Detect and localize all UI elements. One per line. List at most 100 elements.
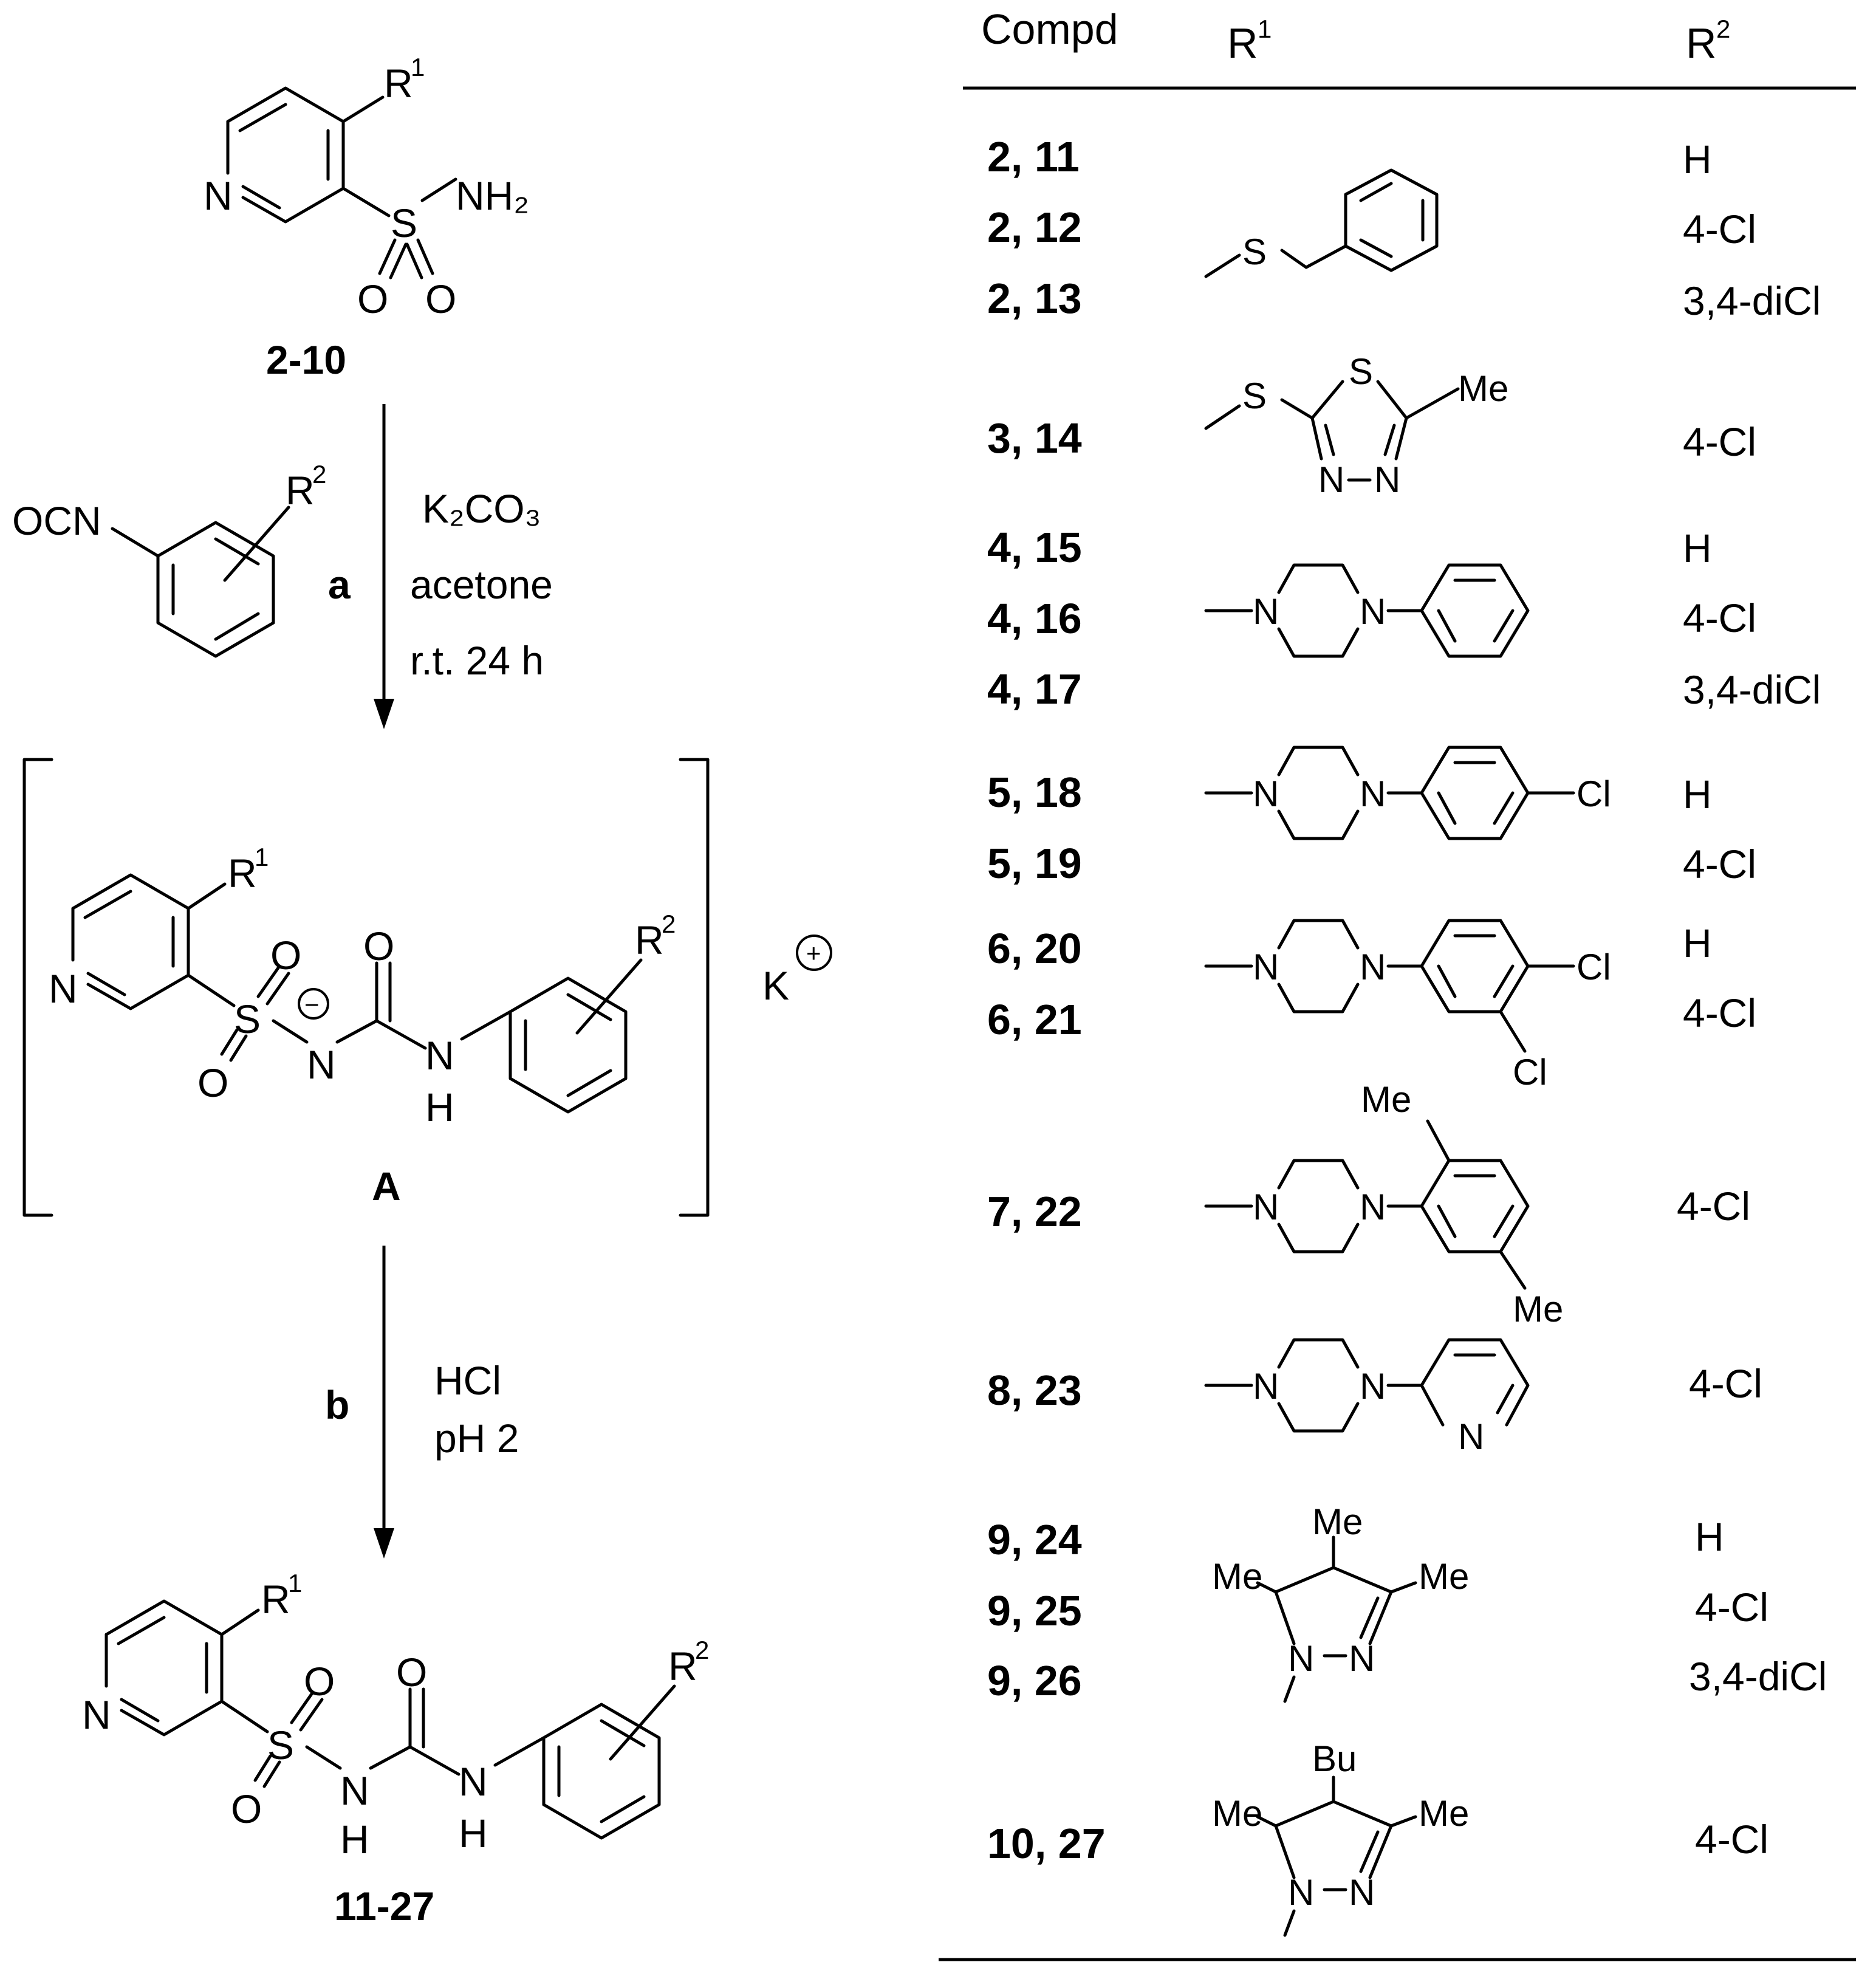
r2-cell: 3,4-diCl (1683, 667, 1821, 712)
atom-label: N (49, 966, 78, 1011)
atom-label: N (1360, 1366, 1386, 1407)
compd-cell: 2, 13 (987, 275, 1082, 322)
atom-label: R (228, 851, 257, 896)
atom-label: S (391, 201, 417, 245)
r2-cell: 4-Cl (1695, 1817, 1768, 1862)
atom-label: O (197, 1060, 228, 1105)
r2-cell: 3,4-diCl (1689, 1654, 1827, 1699)
atom-label: N (1253, 773, 1279, 814)
atom-label: N (1360, 947, 1386, 987)
atom-label: 2 (695, 1636, 709, 1664)
intermediate-label: A (372, 1164, 401, 1209)
atom-label: O (425, 276, 456, 321)
atom-label: Me (1458, 368, 1508, 409)
header-compd: Compd (981, 5, 1118, 53)
aryl-isocyanate-structure: OCN R 2 (12, 460, 326, 658)
atom-label: S (1242, 376, 1267, 416)
step-a-reagent: K₂CO₃ (422, 486, 541, 531)
atom-label: N (82, 1692, 111, 1737)
atom-label: H (340, 1817, 369, 1862)
r2-cell: H (1683, 772, 1712, 817)
atom-label: Me (1419, 1793, 1469, 1834)
step-a-conditions: r.t. 24 h (410, 638, 544, 683)
atom-label: Cl (1513, 1052, 1547, 1092)
atom-label: O (363, 924, 394, 969)
atom-label: S (1242, 232, 1267, 272)
r2-cell: H (1695, 1514, 1724, 1559)
compd-cell: 6, 21 (987, 996, 1082, 1043)
header-r2: R (1686, 19, 1717, 67)
r2-cell: 4-Cl (1689, 1361, 1762, 1406)
bracket-left (22, 758, 53, 1217)
product-structure: N R 1 S O O N H O N H R 2 (82, 1569, 709, 1862)
atom-label: S (234, 996, 261, 1041)
r1-trimethylpyrazole-structure: Me Me Me N N (1212, 1501, 1469, 1703)
atom-label: N (1288, 1638, 1314, 1679)
atom-label: Bu (1312, 1738, 1357, 1779)
compd-cell: 9, 25 (987, 1587, 1082, 1634)
atom-label: N (340, 1768, 369, 1813)
compd-cell: 5, 18 (987, 769, 1082, 816)
atom-label: R (668, 1644, 697, 1689)
atom-label: 2 (662, 910, 676, 938)
atom-label: N (459, 1759, 488, 1804)
atom-label: R (261, 1577, 290, 1622)
atom-label: R (384, 61, 413, 106)
start-compound-label: 2-10 (266, 337, 346, 382)
atom-label: Me (1212, 1793, 1262, 1834)
starting-material-structure: N R 1 S NH₂ O O (204, 53, 529, 321)
r1-dichlorophenylpiperazine-structure: N N Cl Cl (1204, 919, 1611, 1092)
atom-label: N (1349, 1872, 1375, 1913)
compd-cell: 10, 27 (987, 1820, 1106, 1867)
atom-label: Me (1212, 1556, 1262, 1597)
substituent-table: Compd R 1 R 2 2, 11 H 2, 12 4-Cl 2, 13 3… (939, 5, 1856, 1961)
header-r2-sup: 2 (1716, 15, 1730, 43)
atom-label: 1 (288, 1569, 302, 1597)
atom-label: Me (1419, 1556, 1469, 1597)
compd-cell: 6, 20 (987, 925, 1082, 972)
r1-dimethylphenylpiperazine-structure: N N Me Me (1204, 1079, 1563, 1329)
r1-butyldimethylpyrazole-structure: Bu Me Me N N (1212, 1738, 1469, 1937)
r2-cell: 4-Cl (1683, 419, 1756, 464)
step-a-solvent: acetone (410, 562, 553, 607)
atom-label: R (286, 468, 315, 513)
atom-label: O (231, 1786, 262, 1831)
r1-phenylpiperazine-structure: N N (1204, 563, 1530, 658)
header-r1-sup: 1 (1258, 15, 1272, 43)
atom-label: Me (1361, 1079, 1411, 1120)
atom-label: Me (1513, 1289, 1563, 1329)
atom-label: S (1349, 351, 1373, 392)
atom-label: N (204, 173, 233, 218)
arrow-head (374, 699, 394, 729)
compd-cell: 8, 23 (987, 1367, 1082, 1414)
isocyanate-label: OCN (12, 498, 101, 543)
atom-label: N (1318, 459, 1344, 500)
atom-label: H (425, 1085, 454, 1130)
r2-cell: 3,4-diCl (1683, 278, 1821, 323)
compd-cell: 9, 26 (987, 1657, 1082, 1704)
compd-cell: 2, 11 (987, 133, 1080, 180)
atom-label: N (1253, 1187, 1279, 1227)
step-b-label: b (325, 1382, 349, 1427)
atom-label: 1 (411, 53, 425, 81)
r2-cell: 4-Cl (1683, 990, 1756, 1035)
atom-label: N (1458, 1416, 1484, 1457)
compd-cell: 4, 15 (987, 524, 1082, 571)
atom-label: N (1360, 591, 1386, 632)
atom-label: R (635, 917, 664, 962)
r1-thiadiazole-structure: S S Me N N (1204, 351, 1508, 500)
r1-chlorophenylpiperazine-structure: N N Cl (1204, 746, 1611, 840)
atom-label: 2 (312, 460, 326, 489)
compd-cell: 4, 16 (987, 595, 1082, 642)
atom-label: O (304, 1659, 335, 1704)
atom-label: N (425, 1033, 454, 1078)
r2-cell: H (1683, 921, 1712, 965)
compd-cell: 9, 24 (987, 1516, 1082, 1563)
header-r1: R (1227, 19, 1258, 67)
atom-label: N (307, 1042, 336, 1087)
r2-cell: 4-Cl (1695, 1585, 1768, 1630)
atom-label: O (396, 1650, 427, 1695)
step-a-label: a (328, 562, 351, 607)
atom-label: N (1349, 1638, 1375, 1679)
counterion-label: K (762, 963, 789, 1008)
